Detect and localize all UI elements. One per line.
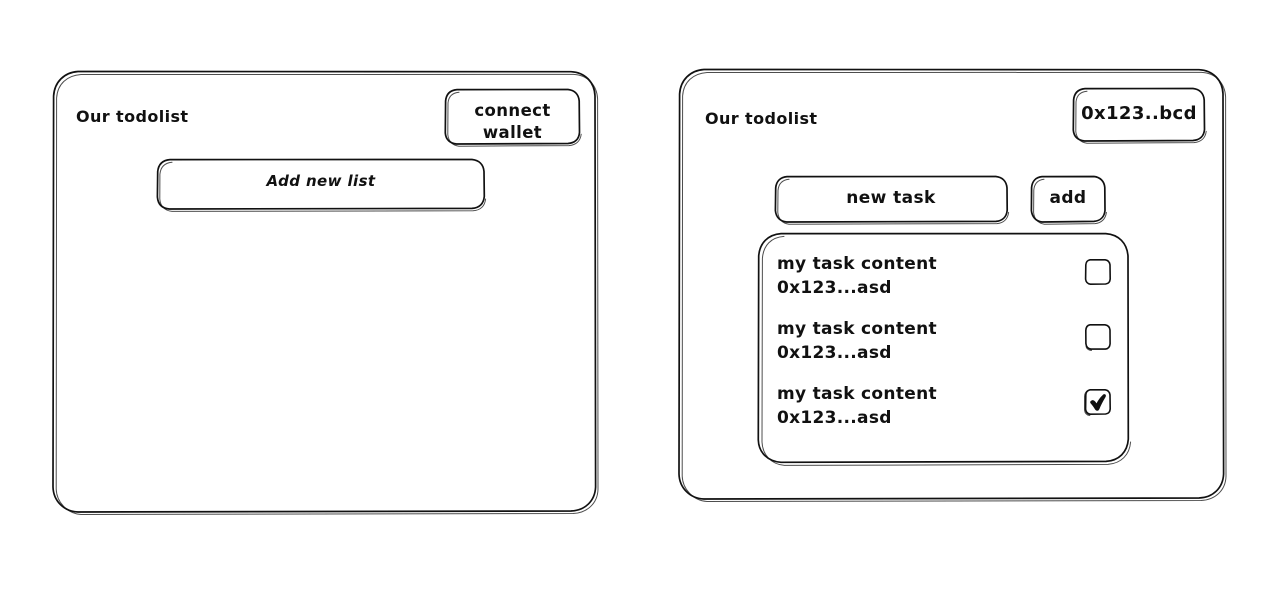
right-screen-window: Our todolist 0x123..bcd new task add my … (678, 68, 1227, 502)
add-new-list-button[interactable]: Add new list (156, 158, 487, 212)
task-owner-address: 0x123...asd (777, 343, 892, 363)
connect-wallet-label: connect wallet (474, 101, 551, 142)
connect-wallet-button[interactable]: connect wallet (444, 88, 582, 147)
check-glyph (1090, 394, 1106, 411)
left-screen-window: Our todolist connect wallet Add new list (52, 70, 599, 515)
task-row[interactable]: my task content 0x123...asd (777, 319, 1112, 375)
new-task-input[interactable]: new task (774, 175, 1010, 225)
add-new-list-label: Add new list (266, 172, 376, 190)
task-content: my task content (777, 319, 937, 339)
checkbox-outline-sketch (1085, 324, 1111, 351)
page-title: Our todolist (76, 107, 189, 126)
task-row[interactable]: my task content 0x123...asd (777, 254, 1112, 310)
add-task-label: add (1049, 188, 1087, 208)
checkbox-checked-icon[interactable] (1084, 388, 1112, 416)
task-owner-address: 0x123...asd (777, 278, 892, 298)
account-address-label: 0x123..bcd (1081, 103, 1197, 124)
task-content: my task content (777, 254, 937, 274)
task-content: my task content (777, 384, 937, 404)
new-task-value: new task (846, 188, 936, 208)
checkbox-outline-sketch (1084, 259, 1111, 285)
add-task-button[interactable]: add (1030, 175, 1107, 225)
account-address-badge[interactable]: 0x123..bcd (1072, 87, 1207, 144)
task-list-panel: my task content 0x123...asd my task cont… (757, 232, 1132, 466)
checkbox-empty-icon[interactable] (1084, 258, 1112, 286)
task-row[interactable]: my task content 0x123...asd (777, 384, 1112, 440)
task-owner-address: 0x123...asd (777, 408, 892, 428)
checkbox-empty-icon[interactable] (1084, 323, 1112, 351)
page-title: Our todolist (705, 109, 818, 128)
